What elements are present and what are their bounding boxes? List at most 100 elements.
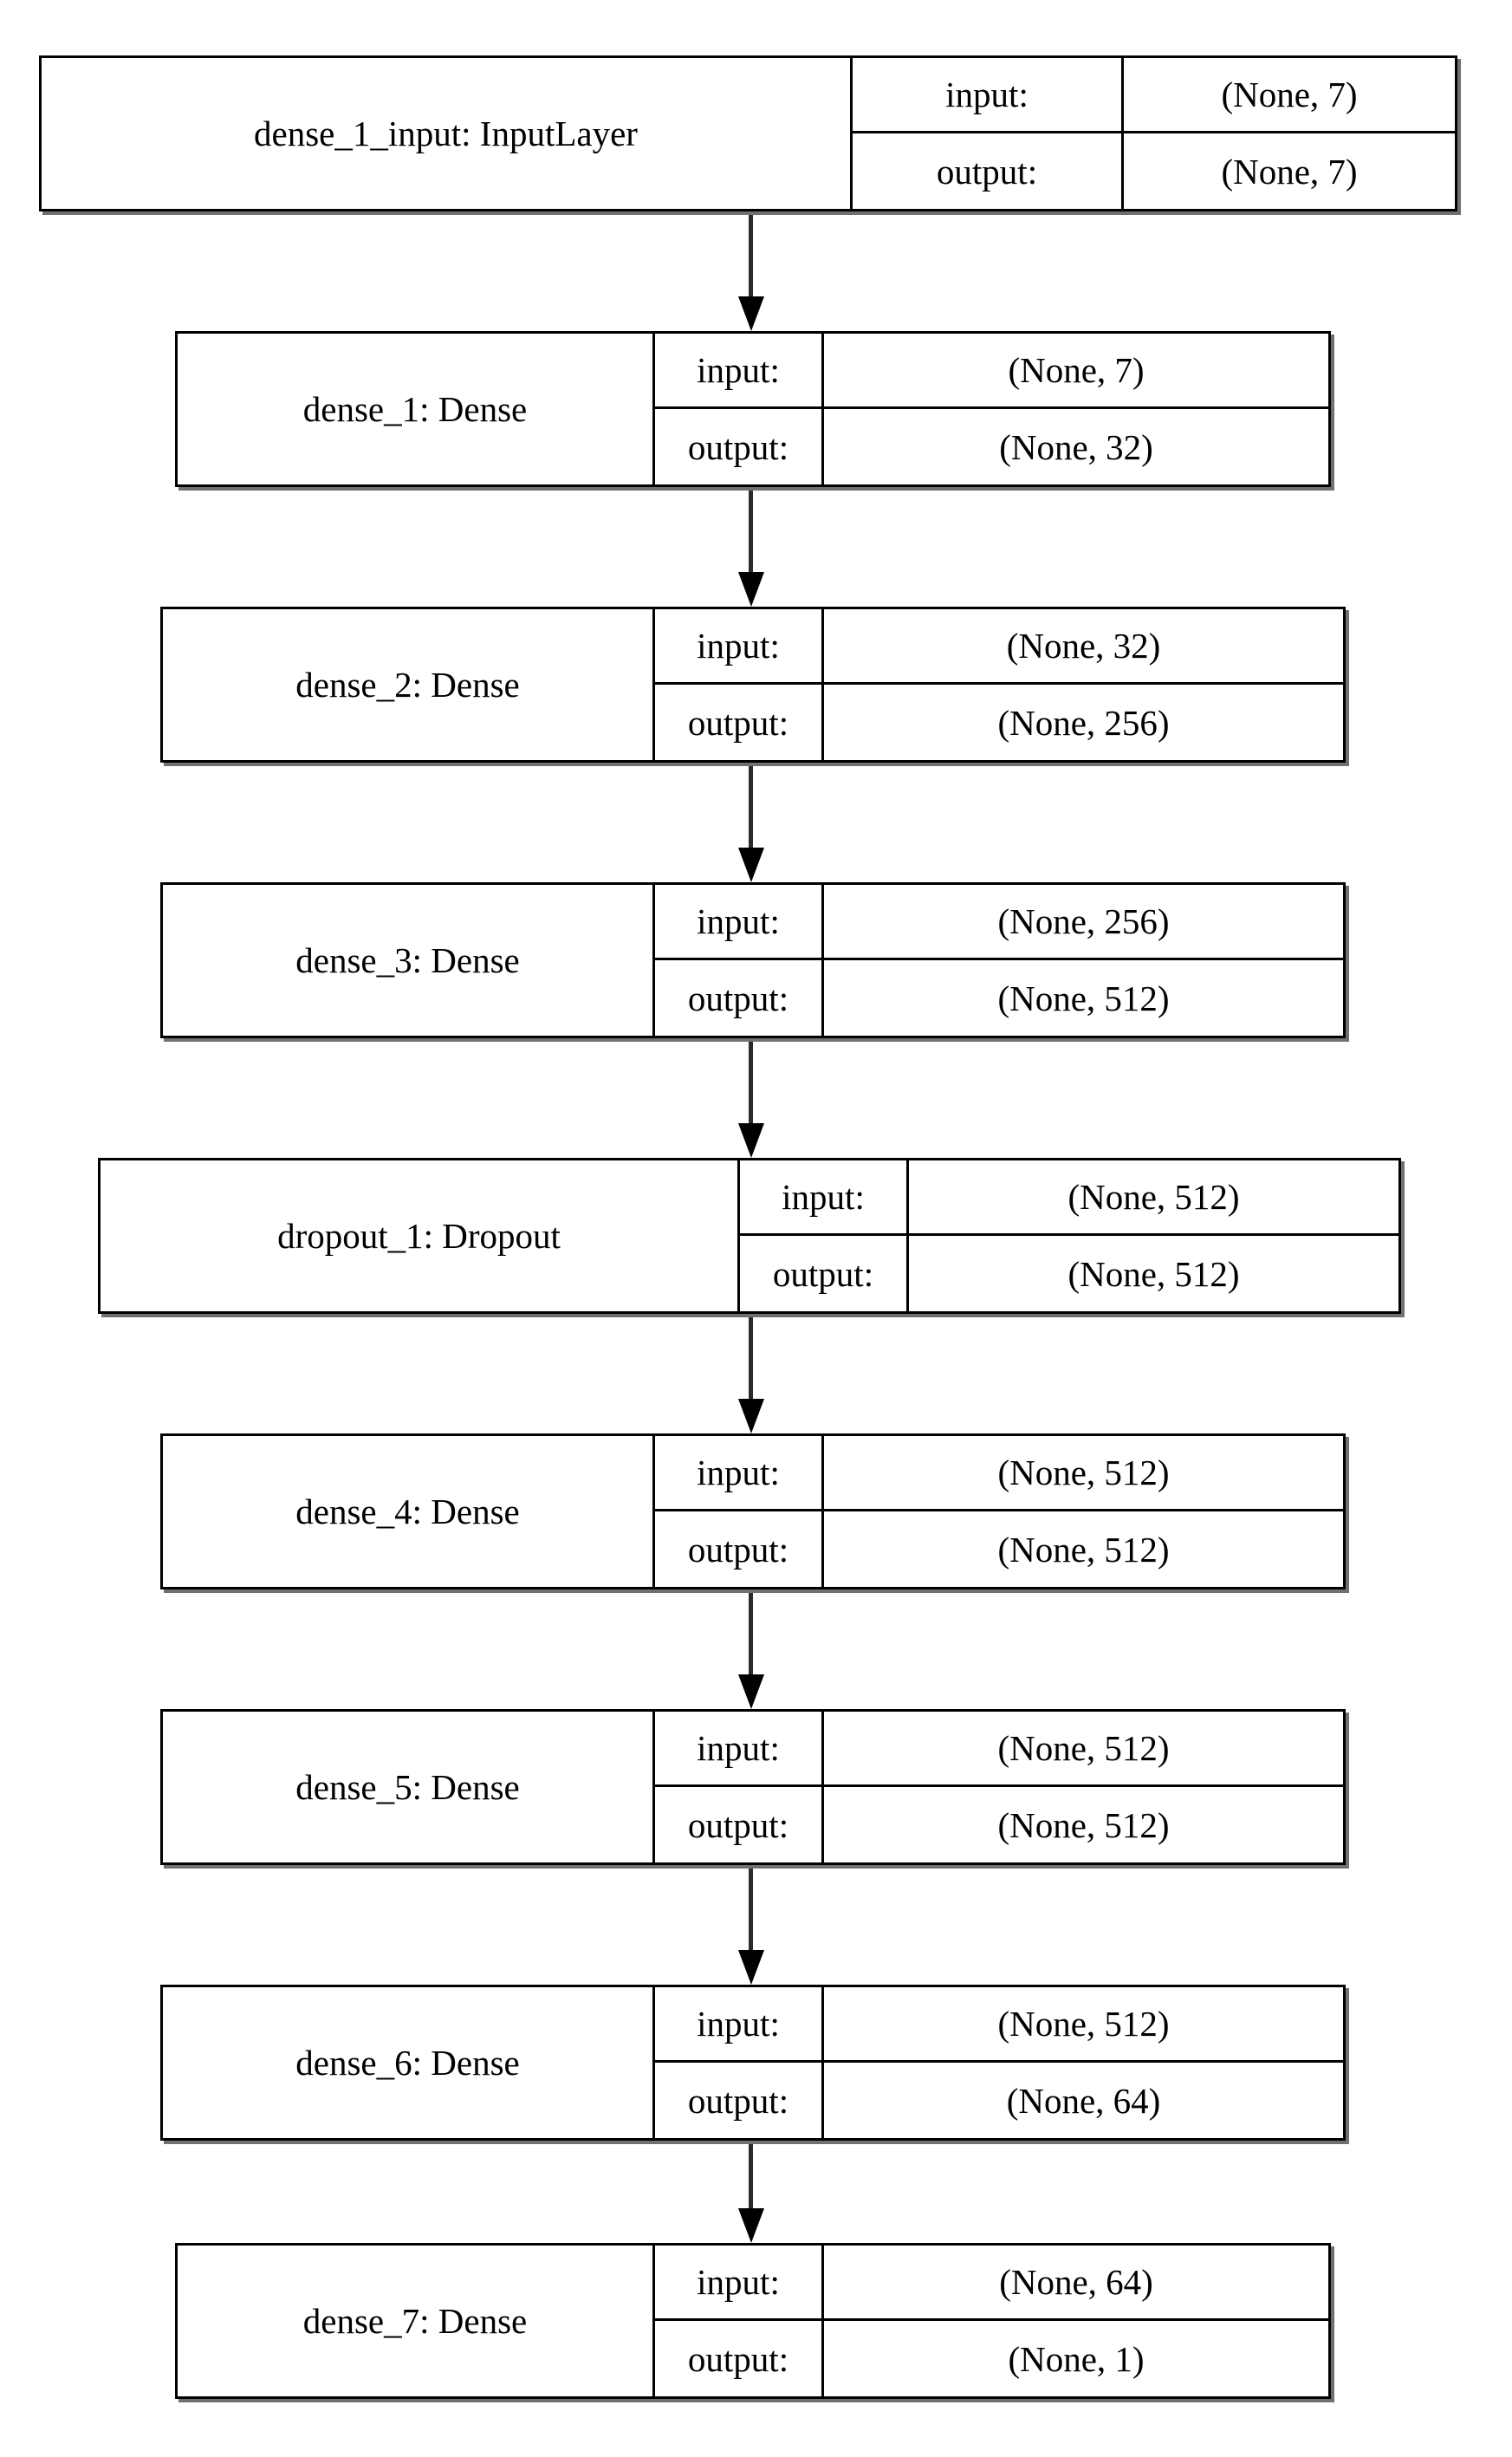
edge-line (749, 487, 753, 574)
arrowhead-icon (738, 2208, 764, 2243)
layer-name: dense_5: Dense (295, 1767, 520, 1807)
layer-input-row: input: (None, 7) (655, 334, 1328, 409)
layer-output-row: output: (None, 1) (655, 2321, 1328, 2396)
layer-node[interactable]: dense_7: Dense input:(None, 64) output: (No… (175, 2243, 1331, 2399)
layer-output-row: output: (None, 64) (655, 2063, 1343, 2138)
arrowhead-icon (738, 1399, 764, 1433)
layer-input-label: input: (697, 2004, 780, 2044)
layer-output-row: output: (None, 512) (655, 1511, 1343, 1587)
arrowhead-icon (738, 1674, 764, 1709)
layer-output-row: output:(None, 32) (655, 409, 1328, 484)
layer-node[interactable]: dense_2: Dense input: (None, 32) output: (No… (160, 607, 1346, 763)
layer-name: dense_7: Dense (302, 2301, 528, 2341)
layer-io-table: input: (None, 512) output: (None, 64) (652, 1987, 1343, 2138)
layer-io-table: input: (None, 32) output: (None, 256) (652, 609, 1343, 760)
layer-io-table: input: (None, 512)output:(None, 512) (652, 1712, 1343, 1862)
layer-input-shape: (None, 512) (821, 1987, 1343, 2060)
arrowhead-icon (738, 296, 764, 331)
layer-output-label: output: (687, 978, 789, 1018)
layer-input-shape: (None, 32) (821, 609, 1343, 682)
layer-output-label: output: (687, 2080, 789, 2121)
layer-output-shape: (None, 512) (906, 1236, 1398, 1311)
layer-output-shape: (None, 512) (821, 960, 1343, 1036)
edge-line (749, 1314, 753, 1401)
layer-node[interactable]: dense_1: Dense input: (None, 7)output:(Non… (175, 331, 1331, 487)
layer-input-label: input: (697, 901, 780, 941)
layer-name: dense_3: Dense (295, 940, 520, 980)
edge-arrow (738, 1589, 764, 1709)
edge-line (749, 1038, 753, 1125)
arrowhead-icon (738, 1123, 764, 1158)
layer-output-row: output: (None, 512) (655, 960, 1343, 1036)
arrowhead-icon (738, 1950, 764, 1985)
layer-input-row: input: (None, 7) (853, 58, 1455, 133)
edge-arrow (738, 1865, 764, 1985)
arrowhead-icon (738, 848, 764, 882)
layer-input-label: input: (697, 1453, 780, 1492)
layer-input-row: input:(None, 64) (655, 2246, 1328, 2321)
layer-input-row: input: (None, 512) (655, 1436, 1343, 1511)
layer-input-shape: (None, 512) (906, 1160, 1398, 1233)
layer-input-shape: (None, 7) (821, 334, 1328, 406)
layer-input-label: input: (697, 350, 780, 390)
layer-output-label: output: (687, 702, 789, 743)
edge-arrow (738, 1314, 764, 1433)
edge-arrow (738, 487, 764, 607)
layer-io-table: input: (None, 7) output: (None, 7) (850, 58, 1455, 209)
layer-output-shape: (None, 256) (821, 685, 1343, 760)
layer-node[interactable]: dense_1_input: InputLayer input: (None, 7)… (39, 55, 1457, 211)
layer-output-shape: (None, 1) (821, 2321, 1328, 2396)
edge-arrow (738, 763, 764, 882)
layer-output-shape: (None, 512) (821, 1511, 1343, 1587)
edge-line (749, 763, 753, 849)
layer-output-label: output: (772, 1253, 874, 1294)
layer-name: dense_6: Dense (295, 2043, 520, 2083)
layer-output-row: output: (None, 512) (740, 1236, 1398, 1311)
edge-arrow (738, 1038, 764, 1158)
layer-output-row: output:(None, 512) (655, 1787, 1343, 1862)
layer-input-row: input: (None, 512) (740, 1160, 1398, 1236)
layer-node[interactable]: dense_6: Dense input: (None, 512) output: (N… (160, 1985, 1346, 2141)
layer-name: dense_2: Dense (295, 665, 520, 705)
layer-output-shape: (None, 7) (1121, 133, 1455, 209)
layer-input-row: input: (None, 512) (655, 1987, 1343, 2063)
layer-name: dropout_1: Dropout (277, 1216, 561, 1256)
layer-output-label: output: (687, 1529, 789, 1570)
layer-output-label: output: (936, 151, 1038, 192)
layer-node[interactable]: dense_3: Dense input: (None, 256) output: (N… (160, 882, 1346, 1038)
layer-input-label: input: (697, 626, 780, 666)
layer-input-shape: (None, 512) (821, 1436, 1343, 1509)
layer-input-label: input: (782, 1177, 865, 1217)
layer-name: dense_4: Dense (295, 1492, 520, 1531)
layer-node[interactable]: dense_4: Dense input: (None, 512) output: (N… (160, 1433, 1346, 1589)
edge-line (749, 1865, 753, 1952)
layer-name: dense_1: Dense (302, 389, 528, 429)
layer-input-label: input: (945, 75, 1029, 114)
layer-name: dense_1_input: InputLayer (254, 114, 638, 153)
layer-input-shape: (None, 512) (821, 1712, 1343, 1784)
layer-output-shape: (None, 64) (821, 2063, 1343, 2138)
layer-output-label: output: (687, 2338, 789, 2379)
layer-input-row: input: (None, 512) (655, 1712, 1343, 1787)
layer-input-shape: (None, 7) (1121, 58, 1455, 131)
layer-io-table: input: (None, 512) output: (None, 512) (652, 1436, 1343, 1587)
layer-io-table: input: (None, 256) output: (None, 512) (652, 885, 1343, 1036)
layer-io-table: input: (None, 7)output:(None, 32) (652, 334, 1328, 484)
layer-input-row: input: (None, 256) (655, 885, 1343, 960)
layer-input-row: input: (None, 32) (655, 609, 1343, 685)
arrowhead-icon (738, 572, 764, 607)
edge-arrow (738, 2141, 764, 2243)
layer-input-shape: (None, 256) (821, 885, 1343, 958)
layer-node[interactable]: dense_5: Dense input: (None, 512)output:(N… (160, 1709, 1346, 1865)
layer-output-label: output: (687, 1804, 789, 1845)
layer-input-shape: (None, 64) (821, 2246, 1328, 2318)
layer-input-label: input: (697, 1728, 780, 1768)
layer-io-table: input:(None, 64) output: (None, 1) (652, 2246, 1328, 2396)
layer-output-label: output: (687, 426, 789, 467)
layer-io-table: input: (None, 512) output: (None, 512) (737, 1160, 1398, 1311)
layer-output-row: output: (None, 7) (853, 133, 1455, 209)
edge-arrow (738, 211, 764, 331)
layer-output-row: output: (None, 256) (655, 685, 1343, 760)
